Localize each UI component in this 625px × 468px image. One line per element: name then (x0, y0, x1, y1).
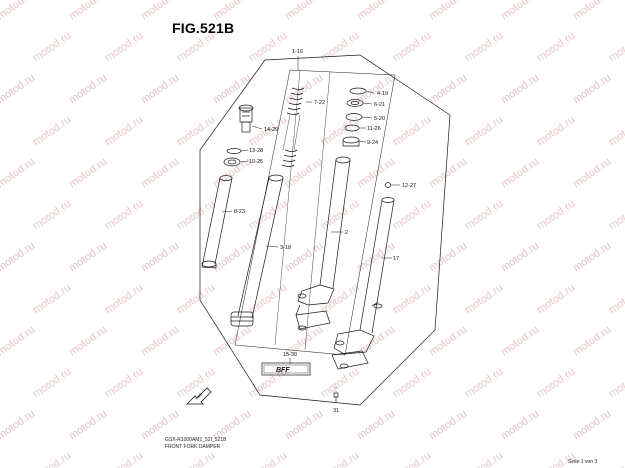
inner-tube-part (201, 175, 233, 269)
outer-tube-right-part (331, 197, 395, 370)
cap-screw-part (385, 182, 400, 188)
callout-ring-a: 6-21 (374, 102, 385, 108)
model-code: GSX-R1000AM1_52I_521B (165, 437, 227, 443)
callout-outer-tube-left: 2 (345, 230, 348, 236)
callout-adjuster-bolt: 14-29 (264, 127, 278, 133)
callout-cap-washer: 4-19 (377, 91, 388, 97)
callout-ring-b: 5-20 (374, 116, 385, 122)
figure-title: FIG.521B (172, 20, 235, 36)
forward-arrow-text: FWD (195, 392, 204, 401)
callout-ring-c: 11-26 (367, 126, 381, 132)
page-number: Seite 1 von 3 (568, 459, 598, 465)
callout-spring: 7-22 (314, 100, 325, 106)
callout-labels: 1-16 7-22 14-29 13-28 10-25 8-23 3-18 4-… (234, 49, 416, 414)
label-kit-part (261, 358, 311, 376)
assembly-frame (199, 54, 451, 406)
callout-bolt: 31 (333, 408, 339, 414)
watermark-text: motod.ru (0, 450, 1, 468)
callout-cap-screw: 12-27 (402, 183, 416, 189)
callout-seal: 9-24 (367, 140, 378, 146)
ring-stack-part (342, 87, 375, 147)
bolt-part (333, 387, 339, 403)
adjuster-bolt-part (238, 104, 263, 133)
spring-part (281, 87, 312, 167)
callout-washer: 10-25 (249, 159, 263, 165)
inner-group-frame (234, 69, 396, 356)
callout-damper-tube: 3-18 (280, 245, 291, 251)
forward-arrow-icon (186, 387, 212, 405)
callout-inner-tube: 8-23 (234, 209, 245, 215)
label-plate-text: BFF (276, 367, 290, 374)
outer-tube-left-part (295, 156, 351, 331)
part-name: FRONT FORK DAMPER (165, 444, 221, 450)
callout-outer-tube-right: 17 (393, 256, 399, 262)
damper-tube-part (230, 174, 284, 327)
callout-label-kit: 15-30 (283, 352, 297, 358)
callout-oring: 13-28 (249, 148, 263, 154)
footer-block: GSX-R1000AM1_52I_521B FRONT FORK DAMPER (165, 437, 226, 451)
washer-part (223, 157, 241, 167)
callout-assembly: 1-16 (292, 49, 303, 55)
oring-part (226, 148, 242, 154)
